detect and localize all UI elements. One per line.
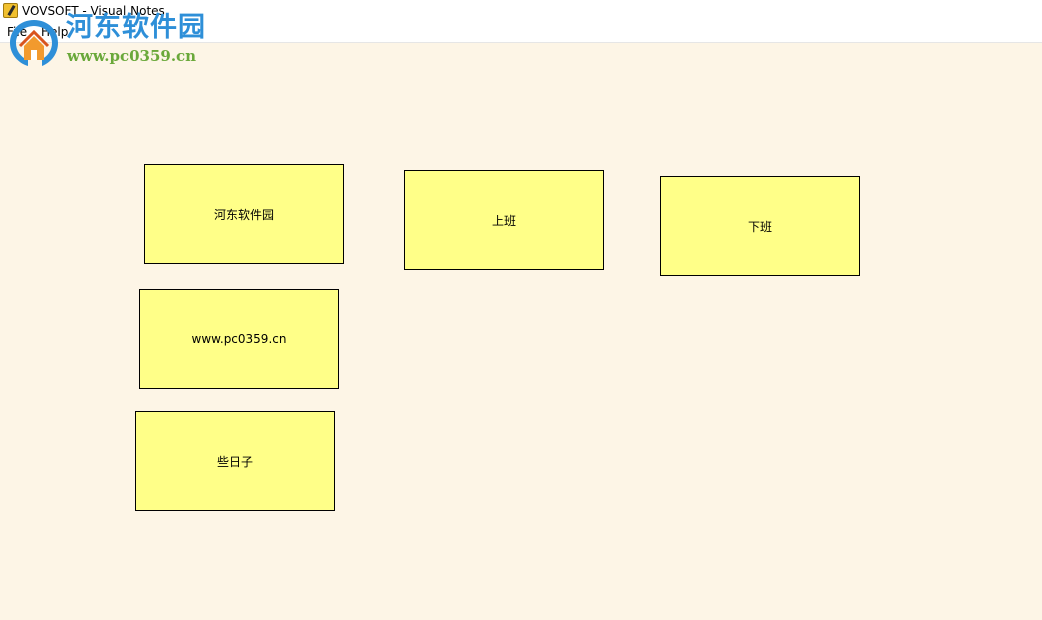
window-title: VOVSOFT - Visual Notes [22, 4, 165, 18]
note-text: 河东软件园 [213, 207, 274, 222]
note-card[interactable]: 些日子 [135, 411, 335, 511]
note-text: www.pc0359.cn [191, 332, 287, 346]
notes-canvas[interactable]: 河东软件园 上班 下班 www.pc0359.cn 些日子 [0, 43, 1042, 620]
watermark-url: www.pc0359.cn [67, 47, 197, 65]
menu-bar: File Help [0, 24, 1042, 43]
note-card[interactable]: 河东软件园 [144, 164, 344, 264]
watermark-logo-icon [10, 20, 58, 66]
note-text: 上班 [491, 213, 516, 228]
app-pencil-icon [3, 3, 18, 18]
note-text: 下班 [747, 219, 772, 234]
note-card[interactable]: www.pc0359.cn [139, 289, 339, 389]
note-card[interactable]: 下班 [660, 176, 860, 276]
watermark-title: 河东软件园 [66, 12, 206, 43]
watermark: 河东软件园 www.pc0359.cn [6, 10, 206, 70]
note-text: 些日子 [216, 454, 253, 469]
title-bar: VOVSOFT - Visual Notes [0, 0, 1042, 24]
note-card[interactable]: 上班 [404, 170, 604, 270]
